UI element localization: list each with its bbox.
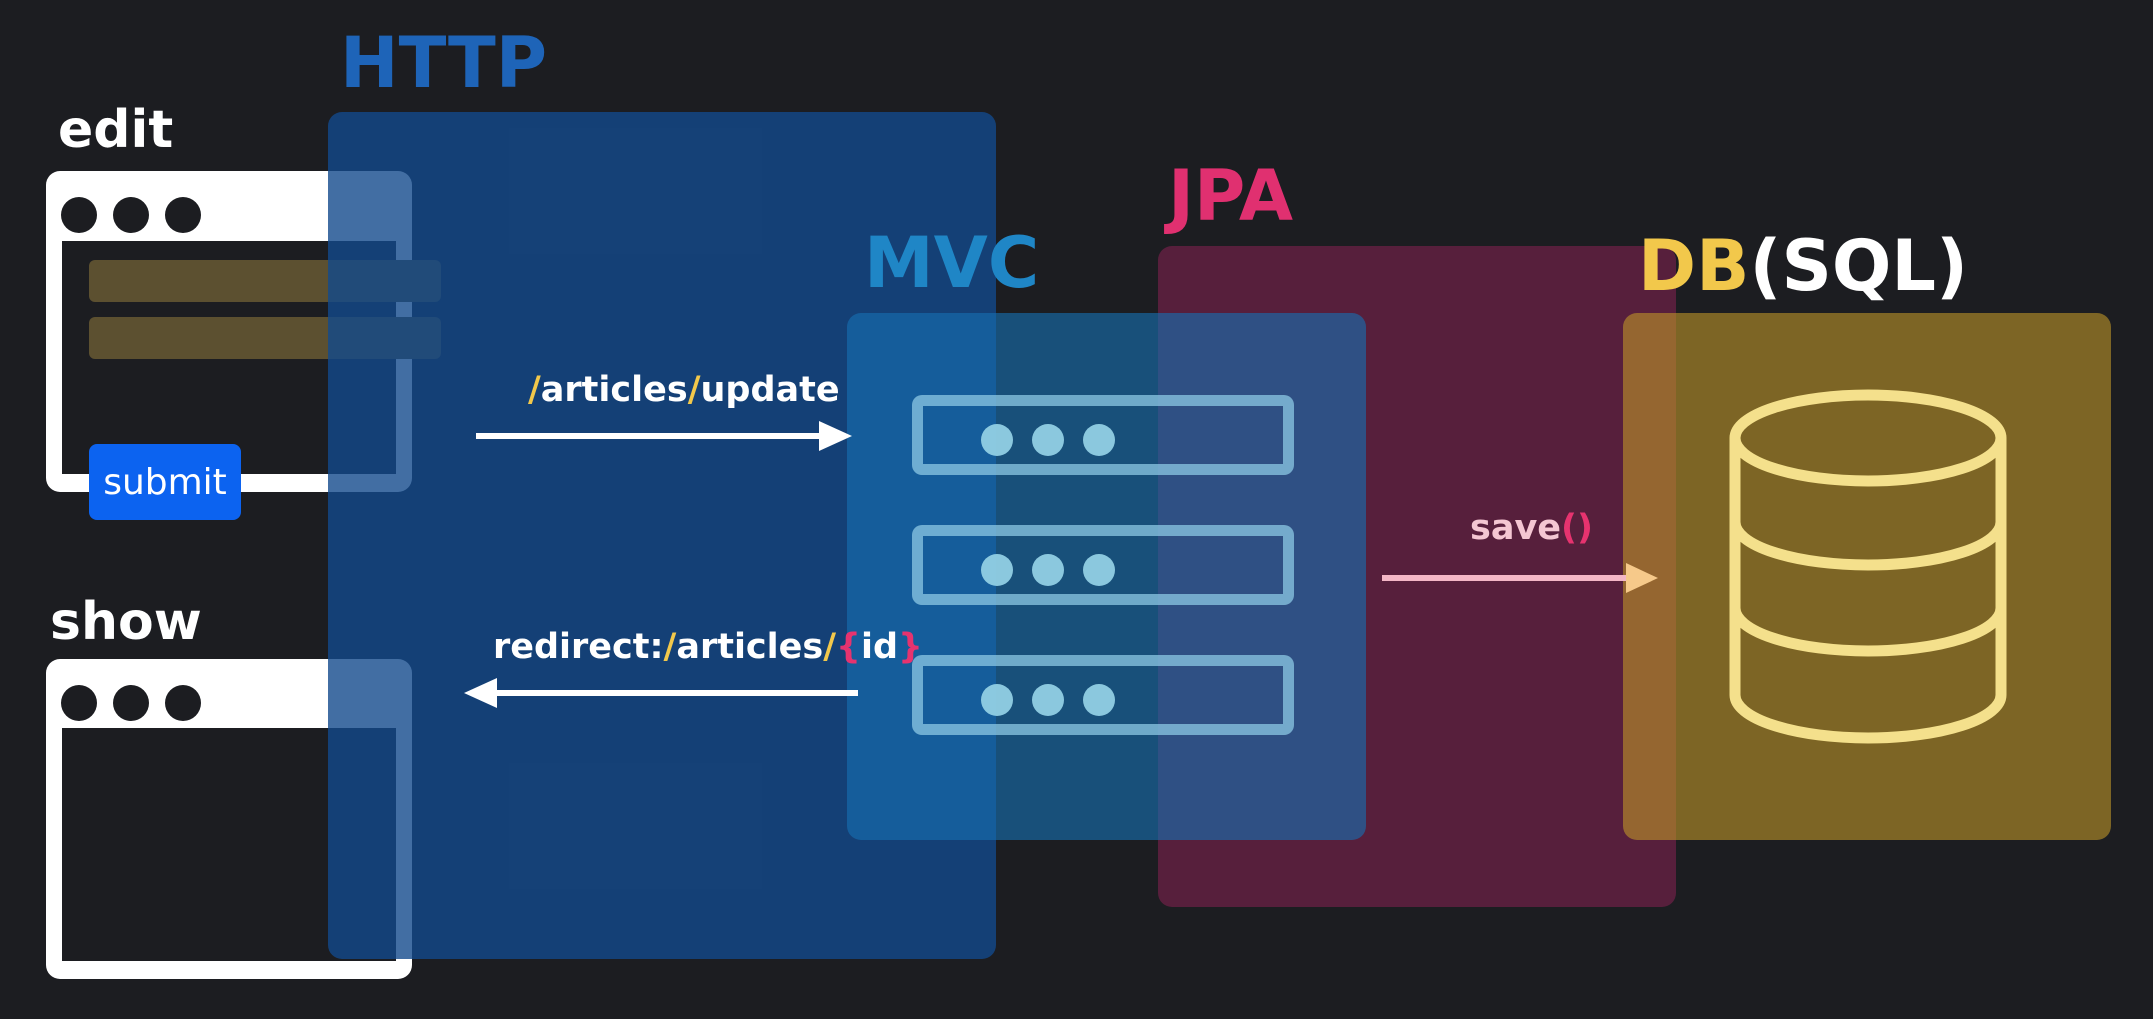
request-path-label: /articles/update: [528, 370, 840, 410]
redirect-path-label: redirect:/articles/{id}: [493, 627, 923, 667]
server-icon: [912, 395, 1294, 475]
save-arrow: [1382, 563, 1658, 593]
window-dot-icon: [113, 685, 149, 721]
window-dot-icon: [113, 197, 149, 233]
edit-title: edit: [58, 100, 174, 160]
window-dot-icon: [165, 685, 201, 721]
window-dot-icon: [165, 197, 201, 233]
db-title-db: DB: [1638, 225, 1750, 307]
db-title: DB(SQL): [1638, 231, 1968, 301]
db-title-sql: (SQL): [1749, 225, 1968, 307]
window-dot-icon: [61, 197, 97, 233]
db-layer: [1623, 313, 2111, 840]
http-title: HTTP: [340, 22, 547, 104]
database-icon: [1729, 389, 2007, 744]
submit-button[interactable]: submit: [89, 444, 241, 520]
server-icon: [912, 655, 1294, 735]
jpa-title: JPA: [1168, 155, 1294, 237]
redirect-arrow: [464, 678, 858, 708]
server-icon: [912, 525, 1294, 605]
save-call-label: save(): [1470, 508, 1594, 548]
show-title: show: [50, 592, 202, 652]
window-dot-icon: [61, 685, 97, 721]
request-arrow: [476, 421, 852, 451]
mvc-title: MVC: [864, 222, 1040, 304]
